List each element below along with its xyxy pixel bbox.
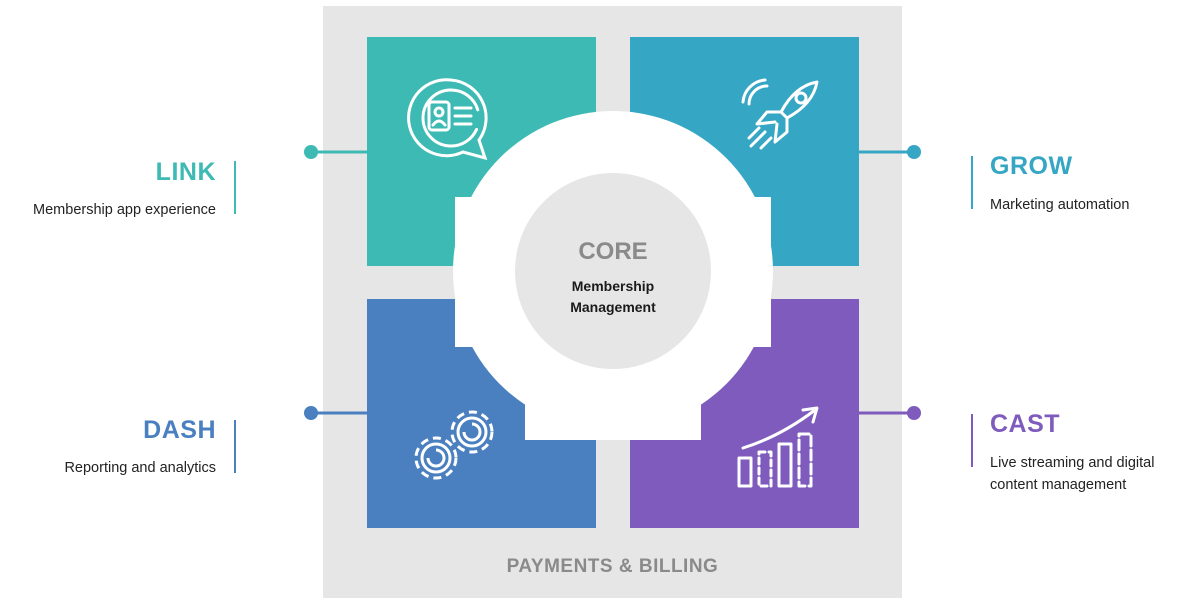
core-circle: [515, 173, 711, 369]
payments-billing-label: PAYMENTS & BILLING: [506, 556, 719, 577]
cast-divider: [971, 414, 973, 467]
rocket-icon: [741, 78, 819, 150]
gears-icon: [414, 410, 494, 480]
cast-description-line2: content management: [990, 477, 1127, 493]
cast-description-line1: Live streaming and digital: [990, 455, 1155, 471]
core-title: CORE: [578, 238, 648, 265]
grow-description: Marketing automation: [990, 197, 1130, 213]
growth-chart-icon: [737, 406, 819, 488]
link-connector: [304, 145, 367, 159]
cast-description: Live streaming and digital content manag…: [990, 452, 1154, 496]
grow-divider: [971, 156, 973, 209]
cast-title: CAST: [990, 410, 1061, 438]
dash-connector: [304, 406, 367, 420]
link-description: Membership app experience: [33, 202, 216, 218]
dash-description: Reporting and analytics: [64, 460, 216, 476]
core-subtitle-line1: Membership: [571, 278, 655, 294]
core-subtitle-line2: Management: [570, 299, 656, 315]
grow-title: GROW: [990, 152, 1073, 180]
member-card-chat-icon: [407, 78, 488, 161]
dash-divider: [234, 420, 236, 473]
core-subtitle: Membership Management: [513, 276, 713, 318]
cast-connector: [858, 406, 921, 420]
link-divider: [234, 161, 236, 214]
link-title: LINK: [155, 158, 216, 186]
dash-title: DASH: [143, 416, 216, 444]
grow-connector: [858, 145, 921, 159]
